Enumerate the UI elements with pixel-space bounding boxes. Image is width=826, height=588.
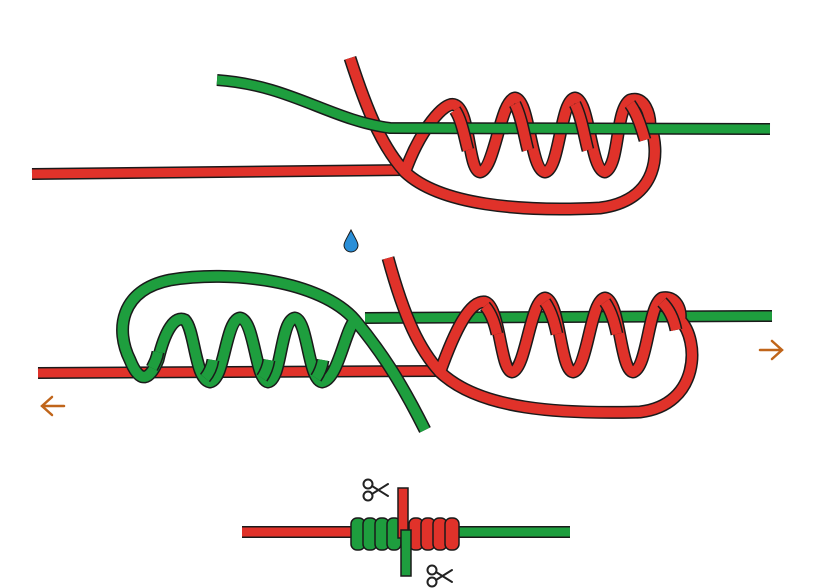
step-2-green-line: [364, 310, 773, 324]
step-1: [31, 56, 771, 216]
step-2-green-overcross: [146, 350, 330, 383]
step-3-green-wraps: [350, 517, 402, 551]
step-3-green-tag-end: [400, 529, 412, 577]
step-2-red-overcross: [479, 297, 683, 336]
step-2-green-coil: [116, 269, 431, 433]
step-3-red-wraps: [408, 517, 460, 551]
step-2-red-coil: [381, 256, 699, 419]
scissors-icon: [426, 564, 453, 588]
arrow-right-icon: [758, 339, 784, 361]
step-2-red-standing-line: [37, 365, 441, 379]
step-2: [37, 256, 784, 433]
step-1-red-standing-line: [31, 164, 409, 180]
scissors-icon: [362, 478, 389, 502]
arrow-left-icon: [40, 395, 66, 417]
water-drop-icon: [343, 228, 359, 253]
step-1-red-overcross: [449, 100, 652, 152]
step-3: [242, 478, 570, 588]
step-1-green-line: [216, 74, 771, 135]
